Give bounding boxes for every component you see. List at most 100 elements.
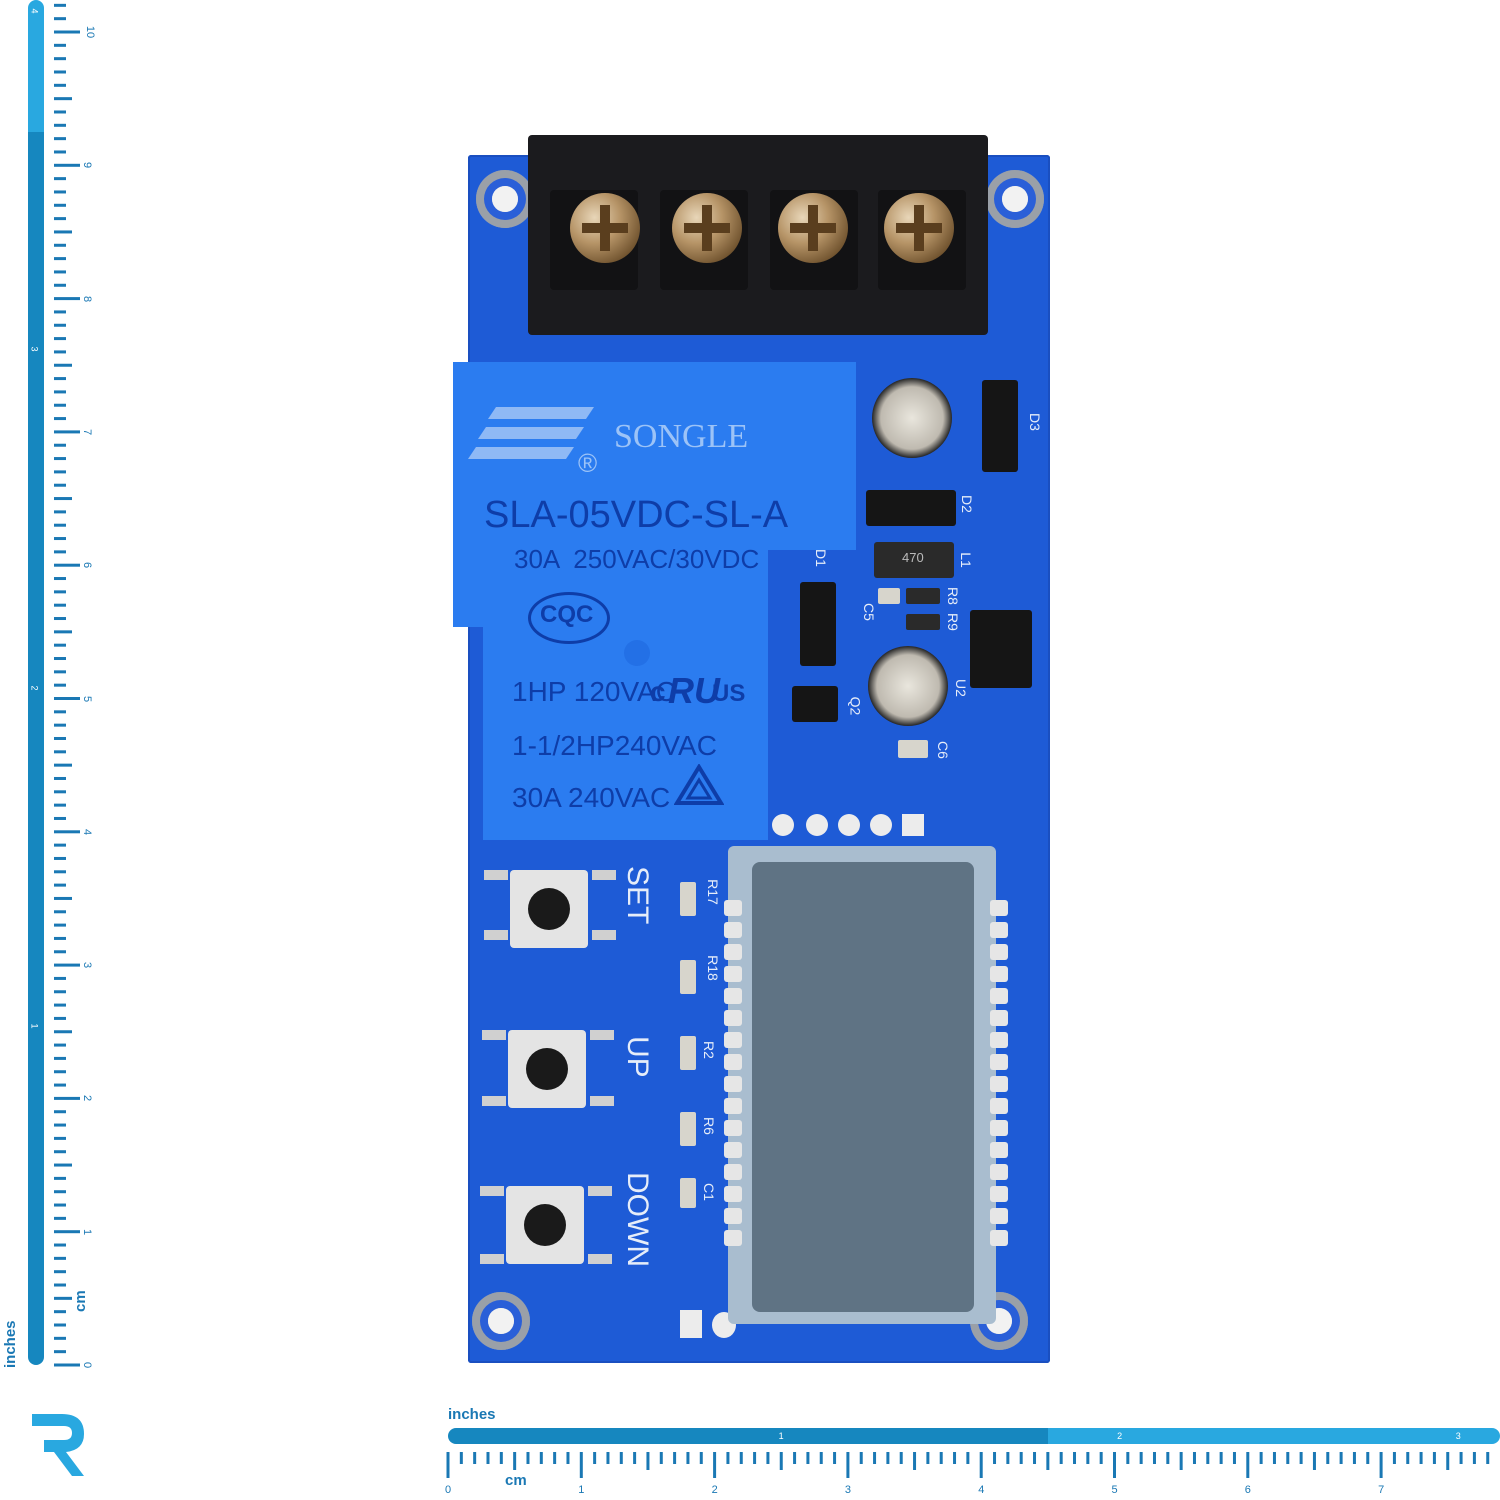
horizontal-tick — [673, 1452, 677, 1464]
horizontal-tick — [1246, 1452, 1250, 1478]
horizontal-tick — [1432, 1452, 1436, 1464]
lcd-pin — [990, 1076, 1008, 1092]
horizontal-tick — [1486, 1452, 1490, 1464]
relay-rating-1: 30A 250VAC/30VDC — [514, 544, 760, 574]
diode-d2 — [866, 490, 956, 526]
vertical-tick — [54, 950, 66, 954]
vertical-tick — [54, 337, 66, 341]
ic-u2 — [970, 610, 1032, 688]
lcd-display-screen — [752, 862, 974, 1312]
horizontal-tick — [726, 1452, 730, 1464]
label-u2: U2 — [952, 679, 969, 697]
ul-mark-icon: RU — [668, 670, 720, 711]
vertical-cm-label: 4 — [81, 828, 94, 835]
lcd-pin — [990, 1230, 1008, 1246]
horizontal-cm-label: 2 — [711, 1484, 718, 1496]
label-c6: C6 — [934, 741, 951, 759]
vertical-tick — [54, 590, 66, 594]
horizontal-tick — [633, 1452, 637, 1464]
terminal-screw-3[interactable] — [778, 193, 848, 263]
horizontal-tick — [926, 1452, 930, 1464]
vertical-tick — [54, 550, 66, 554]
vertical-unit-cm: cm — [72, 1290, 89, 1312]
cap-c6 — [898, 740, 928, 758]
up-button[interactable] — [482, 1022, 614, 1118]
horizontal-tick — [939, 1452, 943, 1464]
vertical-tick — [54, 110, 66, 114]
lcd-pin — [724, 1164, 742, 1180]
horizontal-cm-label: 3 — [844, 1484, 852, 1496]
inductor-l1 — [874, 542, 954, 578]
vertical-tick — [54, 377, 66, 381]
horizontal-tick — [686, 1452, 690, 1464]
bottom-pad-square — [680, 1310, 702, 1338]
lcd-pin — [990, 1098, 1008, 1114]
vertical-cm-label: 8 — [81, 295, 94, 302]
vertical-tick — [54, 683, 66, 687]
vertical-tick — [54, 1270, 66, 1274]
horizontal-tick — [873, 1452, 877, 1464]
vertical-tick — [54, 1350, 66, 1354]
relay-indent-icon — [624, 640, 650, 666]
vertical-tick — [54, 97, 72, 101]
horizontal-tick — [779, 1452, 783, 1470]
vertical-tick — [54, 1216, 66, 1220]
horizontal-tick — [659, 1452, 663, 1464]
lcd-pin — [990, 900, 1008, 916]
vertical-ruler-ticks — [54, 0, 84, 1370]
horizontal-tick — [1472, 1452, 1476, 1464]
vertical-tick — [54, 670, 66, 674]
horizontal-ruler-bar — [448, 1428, 1500, 1444]
horizontal-tick — [1113, 1452, 1116, 1478]
vertical-inch-label: 3 — [29, 346, 40, 352]
vertical-tick — [54, 483, 66, 487]
vertical-tick — [54, 270, 66, 274]
vertical-cm-label: 5 — [81, 695, 94, 702]
vertical-cm-label: 0 — [81, 1361, 94, 1369]
lcd-pin — [990, 966, 1008, 982]
vertical-tick — [54, 217, 66, 221]
vertical-tick — [54, 1150, 66, 1154]
down-button[interactable] — [480, 1176, 612, 1276]
vertical-tick — [54, 470, 66, 474]
relay-model: SLA-05VDC-SL-A — [484, 494, 789, 536]
horizontal-cm-label: 1 — [578, 1484, 585, 1496]
diode-d1 — [800, 582, 836, 666]
vertical-tick — [54, 443, 66, 447]
vertical-tick — [54, 883, 66, 887]
horizontal-tick — [1059, 1452, 1063, 1464]
vertical-tick — [54, 30, 80, 34]
label-r6: R6 — [700, 1117, 717, 1135]
label-r17: R17 — [704, 879, 721, 905]
vertical-tick — [54, 1070, 66, 1074]
horizontal-tick — [979, 1452, 983, 1478]
horizontal-tick — [446, 1452, 450, 1478]
terminal-screw-2[interactable] — [672, 193, 742, 263]
vertical-tick — [54, 430, 80, 434]
mounting-hole-top-right — [986, 170, 1044, 228]
terminal-screw-4[interactable] — [884, 193, 954, 263]
vertical-tick — [54, 83, 66, 87]
vertical-cm-label: 10 — [84, 25, 97, 39]
lcd-pin — [724, 1186, 742, 1202]
horizontal-tick — [1179, 1452, 1183, 1470]
ul-us: US — [712, 680, 746, 707]
set-button[interactable] — [484, 864, 616, 954]
vertical-inch-label: 2 — [29, 685, 40, 691]
terminal-screw-1[interactable] — [570, 193, 640, 263]
lcd-pin — [990, 1186, 1008, 1202]
horizontal-tick — [1299, 1452, 1303, 1464]
vertical-tick — [54, 803, 66, 807]
lcd-pin — [724, 1098, 742, 1114]
horizontal-cm-label: 7 — [1378, 1484, 1385, 1496]
resistor-r17 — [680, 882, 696, 916]
horizontal-tick — [1392, 1452, 1396, 1464]
relay-cert: CQC — [540, 601, 594, 628]
vertical-tick — [54, 976, 66, 980]
resistor-r8 — [906, 588, 940, 604]
vertical-tick — [54, 283, 66, 287]
horizontal-tick — [1046, 1452, 1050, 1470]
header-pad-3 — [838, 814, 860, 836]
